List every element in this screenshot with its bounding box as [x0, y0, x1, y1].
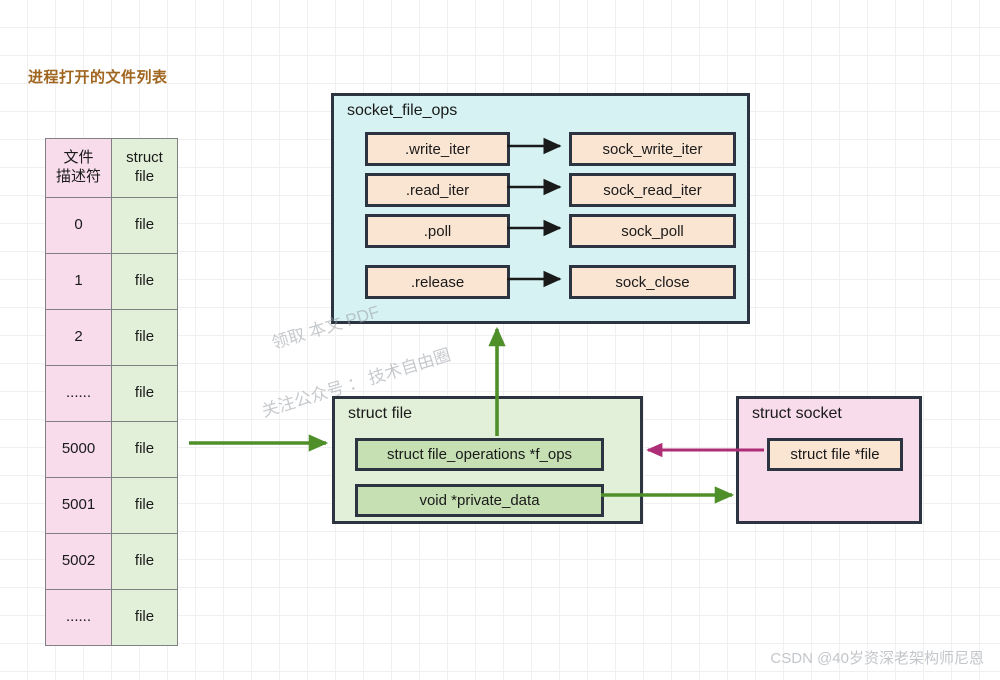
cell-file: file [111, 197, 178, 254]
column-header-fd-line1: 文件 [63, 149, 94, 167]
cell-file: file [111, 477, 178, 534]
page-title: 进程打开的文件列表 [28, 69, 168, 86]
field-private-data: void *private_data [355, 484, 604, 517]
cell-file: file [111, 253, 178, 310]
cell-fd: 2 [45, 309, 112, 366]
column-header-fd: 文件 描述符 [45, 138, 112, 198]
cell-fd: ...... [45, 365, 112, 422]
cell-file: file [111, 365, 178, 422]
field-file-pointer: struct file *file [767, 438, 903, 471]
column-header-struct-file-line2: file [134, 168, 155, 185]
column-header-fd-line2: 描述符 [55, 168, 101, 185]
cell-fd: 1 [45, 253, 112, 310]
table-row: 0 file [45, 197, 178, 254]
struct-file-title: struct file [348, 405, 413, 422]
cell-fd: 5000 [45, 421, 112, 478]
cell-fd: ...... [45, 589, 112, 646]
socket-file-ops-title: socket_file_ops [347, 102, 458, 119]
struct-socket-panel: struct socket struct file *file [736, 396, 922, 524]
table-row: 5002 file [45, 533, 178, 590]
cell-file: file [111, 589, 178, 646]
table-row: ...... file [45, 589, 178, 646]
cell-fd: 5002 [45, 533, 112, 590]
cell-fd: 5001 [45, 477, 112, 534]
struct-file-panel: struct file struct file_operations *f_op… [332, 396, 643, 524]
op-poll: .poll [365, 214, 510, 248]
socket-file-ops-panel: socket_file_ops .write_iter sock_write_i… [331, 93, 750, 324]
impl-sock-poll: sock_poll [569, 214, 736, 248]
footer-credit: CSDN @40岁资深老架构师尼恩 [770, 650, 984, 667]
table-row: 5000 file [45, 421, 178, 478]
column-header-struct-file: struct file [111, 138, 178, 198]
cell-file: file [111, 421, 178, 478]
table-row: 5001 file [45, 477, 178, 534]
open-file-table: 文件 描述符 struct file 0 file 1 file 2 file [45, 138, 178, 646]
impl-sock-write-iter: sock_write_iter [569, 132, 736, 166]
impl-sock-close: sock_close [569, 265, 736, 299]
op-read-iter: .read_iter [365, 173, 510, 207]
cell-fd: 0 [45, 197, 112, 254]
table-body: 文件 描述符 struct file 0 file 1 file 2 file [45, 138, 178, 646]
table-row: 1 file [45, 253, 178, 310]
cell-file: file [111, 533, 178, 590]
column-header-struct-file-line1: struct [126, 149, 163, 167]
field-f-ops: struct file_operations *f_ops [355, 438, 604, 471]
table-row: ...... file [45, 365, 178, 422]
table-row: 2 file [45, 309, 178, 366]
watermark-line-1: 领取 本文 PDF [269, 302, 382, 353]
op-release: .release [365, 265, 510, 299]
op-write-iter: .write_iter [365, 132, 510, 166]
cell-file: file [111, 309, 178, 366]
impl-sock-read-iter: sock_read_iter [569, 173, 736, 207]
struct-socket-title: struct socket [752, 405, 842, 422]
table-header-row: 文件 描述符 struct file [45, 138, 178, 198]
